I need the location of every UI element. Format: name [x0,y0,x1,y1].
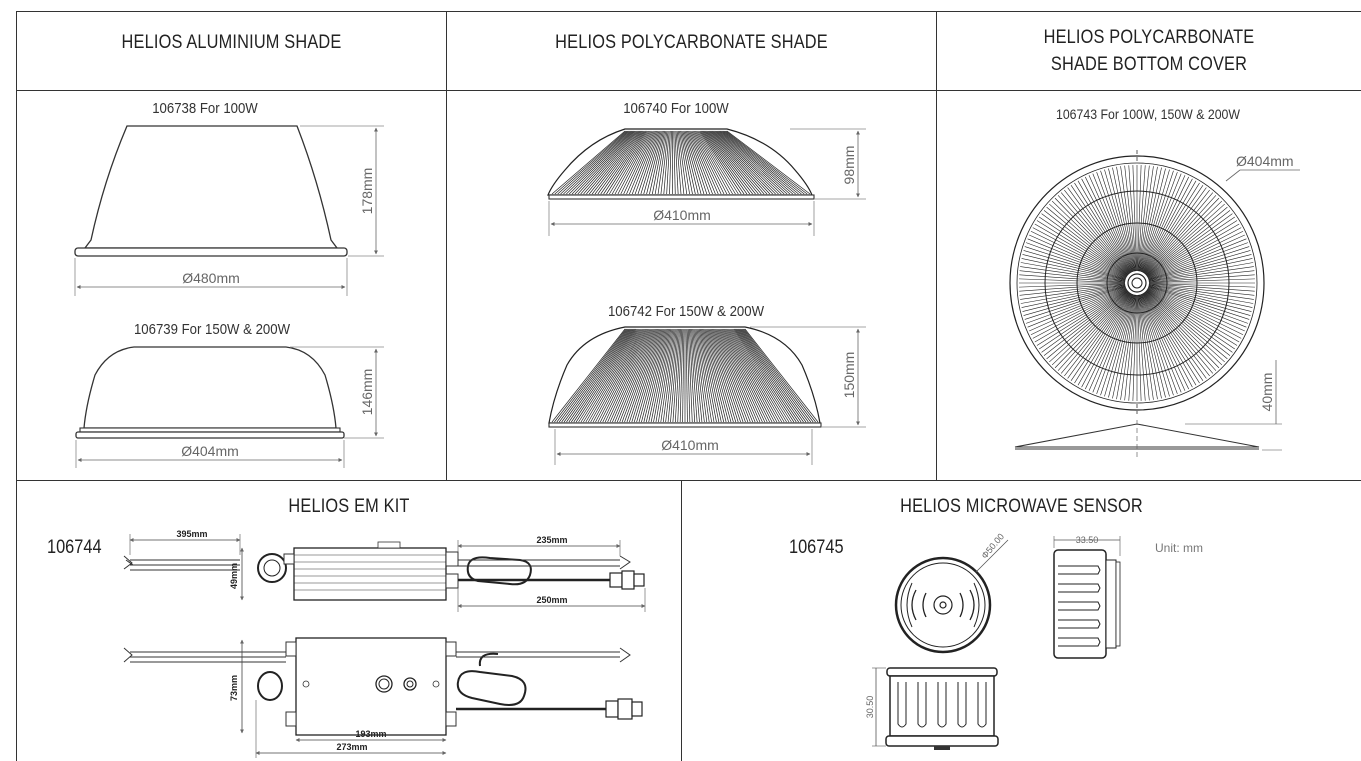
header-polycarbonate-text: HELIOS POLYCARBONATE SHADE [555,32,828,53]
header-em-kit-text: HELIOS EM KIT [288,496,410,517]
em-kit-dim-height-bottom: 73mm [229,675,239,701]
bottom-cover-label: 106743 For 100W, 150W & 200W [1056,106,1241,122]
aluminium-p2-label: 106739 For 150W & 200W [134,320,291,337]
em-kit-front-view: 73mm 193mm 273mm [123,637,643,758]
header-bottom-cover: HELIOS POLYCARBONATE SHADE BOTTOM COVER [967,18,1332,84]
grid-header-divider [16,90,1361,91]
aluminium-p1-diameter: Ø480mm [182,270,240,286]
header-sensor-text: HELIOS MICROWAVE SENSOR [900,496,1143,517]
grid-col-divider-bottom [681,480,682,761]
aluminium-p1-label: 106738 For 100W [152,99,258,116]
bottom-cover-diameter: Ø404mm [1236,153,1294,169]
sensor-top-view: Φ50.00 [894,531,1009,654]
em-kit-dim-left-cable: 395mm [176,529,207,539]
polycarbonate-p1-label: 106740 For 100W [623,99,729,116]
em-kit-dim-right-lower: 250mm [536,595,567,605]
sensor-dim-height: 30.50 [865,696,875,719]
aluminium-p2-height: 146mm [359,369,375,416]
aluminium-p1-height: 178mm [359,168,375,215]
sensor-code: 106745 [789,537,844,558]
em-kit-dim-inner: 193mm [355,729,386,739]
grid-col-divider-2 [936,11,937,480]
grid-row-divider [16,480,1361,481]
polycarbonate-p1-height: 98mm [841,146,857,185]
grid-border-left [16,11,17,761]
aluminium-shade-150w-drawing: 106739 For 150W & 200W 146mm Ø404mm [75,320,384,468]
em-kit-dim-right-cable: 235mm [536,535,567,545]
aluminium-p2-diameter: Ø404mm [181,443,239,459]
em-kit-dim-overall: 273mm [336,742,367,752]
polycarbonate-p2-height: 150mm [841,352,857,399]
header-aluminium-text: HELIOS ALUMINIUM SHADE [121,32,342,53]
polycarbonate-shade-100w-drawing: 106740 For 100W 98mm Ø410mm [547,99,866,236]
header-aluminium-shade: HELIOS ALUMINIUM SHADE [47,12,416,74]
header-bottom-cover-line2: SHADE BOTTOM COVER [1050,54,1248,75]
sensor-front-view: 30.50 [865,667,999,750]
polycarbonate-shade-150w-drawing: 106742 For 150W & 200W 150mm Ø410mm [548,302,866,465]
em-kit-code: 106744 [47,537,102,558]
bottom-cover-height: 40mm [1259,373,1275,412]
sensor-unit-note: Unit: mm [1155,541,1203,555]
header-em-kit: HELIOS EM KIT [63,492,634,522]
grid-border-top [16,11,1361,12]
polycarbonate-p1-diameter: Ø410mm [653,207,711,223]
aluminium-shade-100w-drawing: 106738 For 100W 178mm Ø480mm [74,99,384,296]
em-kit-top-view: 395mm 235mm 49mm 250mm [123,529,646,612]
header-bottom-cover-line1: HELIOS POLYCARBONATE [1043,27,1255,48]
polycarbonate-p2-diameter: Ø410mm [661,437,719,453]
sensor-side-view: 33.50 [1053,535,1121,659]
grid-col-divider-1 [446,11,447,480]
sensor-dim-width: 33.50 [1076,535,1099,545]
bottom-cover-drawing: 106743 For 100W, 150W & 200W Ø404mm 40mm [1009,106,1300,460]
polycarbonate-p2-label: 106742 For 150W & 200W [608,302,765,319]
em-kit-dim-height-top: 49mm [229,563,239,589]
header-polycarbonate-shade: HELIOS POLYCARBONATE SHADE [481,12,902,74]
header-microwave-sensor: HELIOS MICROWAVE SENSOR [730,492,1314,522]
